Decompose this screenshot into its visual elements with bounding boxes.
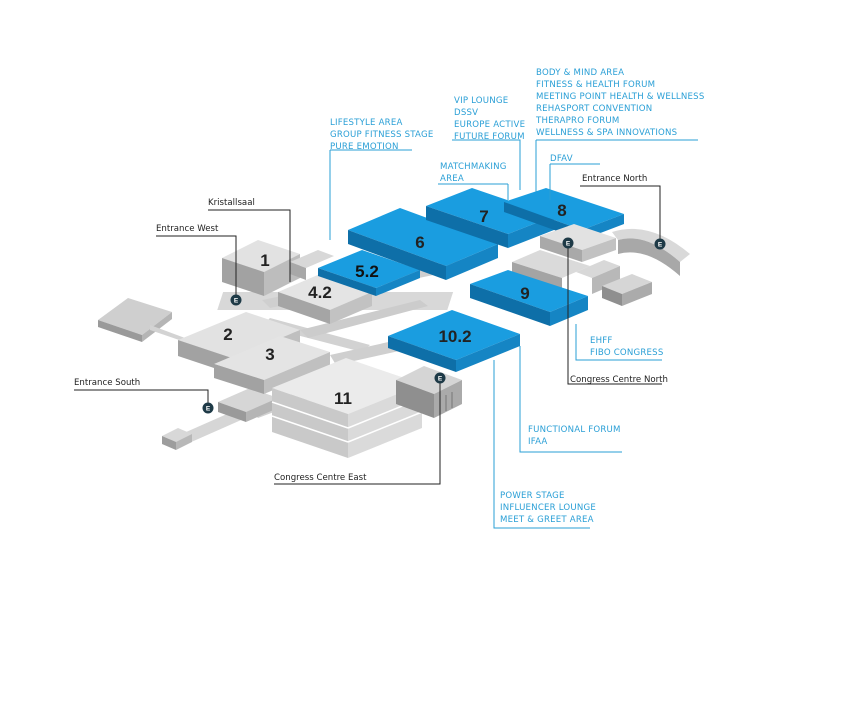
- callout-ehff-line-2: FIBO CONGRESS: [590, 348, 663, 358]
- entrance-marker-north[interactable]: E: [654, 238, 666, 250]
- hall-4-2-number: 4.2: [308, 283, 332, 302]
- hall-10-2[interactable]: 10.2: [388, 310, 520, 372]
- callout-body-mind-line-3: MEETING POINT HEALTH & WELLNESS: [536, 92, 705, 102]
- entrance-marker-congress-east-label: E: [438, 376, 443, 383]
- hall-4-2[interactable]: 4.2: [278, 274, 372, 324]
- callout-matchmaking-line-1: MATCHMAKING: [440, 162, 507, 172]
- callout-body-mind-line-5: THERAPRO FORUM: [535, 116, 619, 126]
- hall-9-number: 9: [520, 284, 529, 303]
- hall-2-number: 2: [223, 325, 232, 344]
- callout-leaders-dark: [74, 185, 662, 485]
- callout-functional-line-2: IFAA: [528, 437, 548, 447]
- hall-11-number: 11: [334, 389, 352, 408]
- hall-9[interactable]: 9: [470, 270, 588, 326]
- callout-power-line-3: MEET & GREET AREA: [500, 515, 594, 525]
- callout-body-mind-line-2: FITNESS & HEALTH FORUM: [536, 80, 655, 90]
- hall-1-number: 1: [260, 251, 269, 270]
- callout-functional-line-1: FUNCTIONAL FORUM: [528, 425, 621, 435]
- entrance-marker-south[interactable]: E: [202, 402, 214, 414]
- hall-5-2[interactable]: 5.2: [318, 250, 420, 296]
- callout-functional: FUNCTIONAL FORUM IFAA: [528, 425, 621, 447]
- entrance-marker-west[interactable]: E: [230, 294, 242, 306]
- callout-vip-line-4: FUTURE FORUM: [454, 132, 525, 142]
- hall-7-number: 7: [479, 207, 488, 226]
- callout-body-mind-line-1: BODY & MIND AREA: [536, 68, 624, 78]
- entrance-marker-congress-north-label: E: [566, 241, 571, 248]
- callout-ehff: EHFF FIBO CONGRESS: [590, 336, 663, 358]
- entrance-marker-congress-east[interactable]: E: [434, 372, 446, 384]
- entrance-marker-north-label: E: [658, 242, 663, 249]
- callout-body-mind-line-4: REHASPORT CONVENTION: [536, 104, 652, 114]
- entrance-north-building: [602, 228, 690, 306]
- callout-dfav-line-1: DFAV: [550, 154, 573, 164]
- callout-leaders: [329, 139, 698, 529]
- congress-centre-north-label: Congress Centre North: [570, 375, 668, 385]
- callout-vip-line-1: VIP LOUNGE: [454, 96, 508, 106]
- callout-vip: VIP LOUNGE DSSV EUROPE ACTIVE FUTURE FOR…: [454, 96, 525, 142]
- north-complex: [512, 224, 620, 294]
- hall-10-2-number: 10.2: [438, 327, 471, 346]
- hall-6-number: 6: [415, 233, 424, 252]
- callout-lifestyle-line-1: LIFESTYLE AREA: [330, 118, 403, 128]
- callout-power: POWER STAGE INFLUENCER LOUNGE MEET & GRE…: [500, 491, 596, 525]
- hall-8-number: 8: [557, 201, 566, 220]
- hall-6[interactable]: 6: [348, 208, 498, 280]
- entrance-south-label: Entrance South: [74, 378, 140, 388]
- entrance-west-label: Entrance West: [156, 224, 219, 234]
- congress-centre-east-label: Congress Centre East: [274, 473, 367, 483]
- hall-3-number: 3: [265, 345, 274, 364]
- callout-body-mind-line-6: WELLNESS & SPA INNOVATIONS: [536, 128, 677, 138]
- hall-3[interactable]: 3: [214, 336, 330, 394]
- callout-matchmaking-line-2: AREA: [440, 174, 464, 184]
- entrance-north-label: Entrance North: [582, 174, 647, 184]
- callout-lifestyle-line-2: GROUP FITNESS STAGE: [330, 130, 433, 140]
- congress-centre-east-building: [396, 366, 462, 418]
- entrance-marker-south-label: E: [206, 406, 211, 413]
- hall-5-2-number: 5.2: [355, 262, 379, 281]
- callout-vip-line-3: EUROPE ACTIVE: [454, 120, 525, 130]
- south-kiosk: [162, 428, 192, 450]
- west-annex: [98, 298, 185, 342]
- callout-matchmaking: MATCHMAKING AREA: [440, 162, 507, 184]
- kristallsaal-building: [290, 250, 334, 280]
- south-entrance-block: [218, 388, 278, 422]
- callout-lifestyle-line-3: PURE EMOTION: [330, 142, 399, 152]
- callout-vip-line-2: DSSV: [454, 108, 478, 118]
- callout-dfav: DFAV: [550, 154, 573, 164]
- callout-power-line-1: POWER STAGE: [500, 491, 565, 501]
- callout-body-mind: BODY & MIND AREA FITNESS & HEALTH FORUM …: [535, 68, 705, 138]
- callout-ehff-line-1: EHFF: [590, 336, 613, 346]
- kristallsaal-label: Kristallsaal: [208, 198, 255, 208]
- callout-power-line-2: INFLUENCER LOUNGE: [500, 503, 596, 513]
- entrance-marker-congress-north[interactable]: E: [562, 237, 574, 249]
- entrance-marker-west-label: E: [234, 298, 239, 305]
- callout-lifestyle: LIFESTYLE AREA GROUP FITNESS STAGE PURE …: [330, 118, 433, 152]
